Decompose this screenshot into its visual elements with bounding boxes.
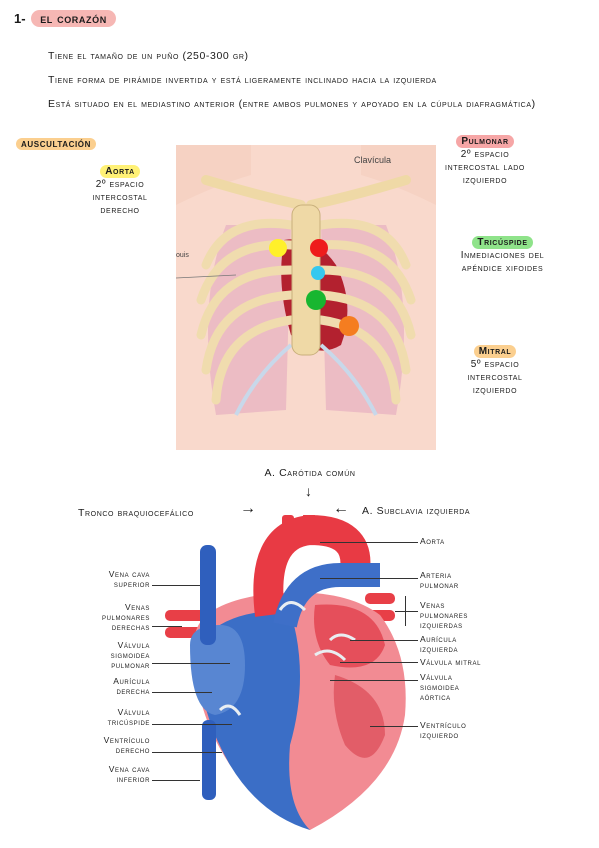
- mitral-point: [339, 316, 359, 336]
- tricuspide-point: [306, 290, 326, 310]
- leader-line: [350, 640, 418, 641]
- aorta-point: [269, 239, 287, 257]
- pulmonar-desc-3: izquierdo: [462, 175, 508, 186]
- guide-line: [176, 274, 237, 279]
- cartilage: [234, 343, 378, 416]
- tricuspide-desc-2: apéndice xifoides: [461, 263, 544, 274]
- tricuspide-upper-point: [311, 266, 325, 280]
- ouis-label: ouis: [176, 252, 189, 259]
- braquiocefalico-label: Tronco braquiocefálico: [78, 507, 194, 519]
- auscultation-title: auscultación: [16, 138, 97, 150]
- mitral-desc-3: izquierdo: [472, 385, 518, 396]
- section-title-text: el corazón: [31, 10, 116, 27]
- section-title: 1- el corazón: [14, 10, 116, 27]
- arrow-left-icon: ←: [333, 500, 349, 517]
- aorta-heart-label: Aorta: [420, 536, 445, 546]
- tricuspide-label: Tricúspide Inmediaciones del apéndice xi…: [440, 236, 565, 275]
- leader-line: [152, 752, 222, 753]
- leader-line: [340, 662, 418, 663]
- leader-line: [152, 692, 212, 693]
- pulmonar-label: Pulmonar 2º espacio intercostal lado izq…: [425, 135, 545, 187]
- leader-line: [152, 626, 182, 627]
- pulmonar-desc-1: 2º espacio: [460, 149, 510, 160]
- aorta-name: Aorta: [100, 165, 140, 178]
- bullet-location: Está situado en el mediastino anterior (…: [48, 98, 536, 110]
- bullet-size: Tiene el tamaño de un puño (250-300 gr): [48, 50, 249, 62]
- sternum: [291, 204, 321, 356]
- leader-line: [152, 663, 230, 664]
- mitral-label: Mitral 5º espacio intercostal izquierdo: [445, 345, 545, 397]
- pulmonar-name: Pulmonar: [456, 135, 514, 148]
- left-clavicle: [306, 175, 411, 210]
- leader-line: [405, 596, 406, 626]
- heart-illustration: [165, 515, 406, 830]
- valvula-mitral-label: Válvula mitral: [420, 657, 482, 667]
- leader-line: [370, 726, 418, 727]
- pulmonary-trunk: [273, 563, 380, 628]
- carotida-label: A. Carótida común: [264, 467, 356, 479]
- pulmonar-desc-2: intercostal lado: [445, 162, 525, 173]
- mitral-name: Mitral: [473, 345, 517, 358]
- mitral-desc-1: 5º espacio: [470, 359, 520, 370]
- leader-line: [152, 780, 200, 781]
- aorta-desc-1: 2º espacio: [95, 179, 145, 190]
- aorta-label: Aorta 2º espacio intercostal derecho: [70, 165, 170, 217]
- aortic-branches: [282, 515, 332, 539]
- valves: [218, 601, 356, 716]
- leader-line: [152, 724, 232, 725]
- vena-cava-superior: [200, 545, 216, 645]
- left-ventricle-wall: [333, 675, 385, 758]
- bullet-shape: Tiene forma de pirámide invertida y está…: [48, 74, 437, 86]
- thorax-illustration: Clavícula ouis: [176, 145, 436, 450]
- arrow-right-icon: →: [240, 500, 256, 517]
- clavicula-label: Clavícula: [354, 155, 391, 165]
- aorta-desc-3: derecho: [100, 205, 140, 216]
- leader-line: [152, 585, 200, 586]
- subclavia-label: A. Subclavia izquierda: [362, 505, 471, 517]
- aorta-desc-2: intercostal: [92, 192, 148, 203]
- right-clavicle: [201, 175, 306, 210]
- section-number: 1-: [14, 11, 26, 26]
- arrow-down-icon: ↓: [305, 483, 312, 499]
- tricuspide-desc-1: Inmediaciones del: [460, 250, 545, 261]
- leader-line: [330, 680, 418, 681]
- leader-line: [395, 611, 418, 612]
- vena-cava-inferior: [202, 720, 216, 800]
- mitral-desc-2: intercostal: [467, 372, 523, 383]
- leader-line: [320, 542, 418, 543]
- ribs: [196, 218, 416, 405]
- leader-line: [320, 578, 418, 579]
- tricuspide-name: Tricúspide: [472, 236, 533, 249]
- pulmonar-point: [310, 239, 328, 257]
